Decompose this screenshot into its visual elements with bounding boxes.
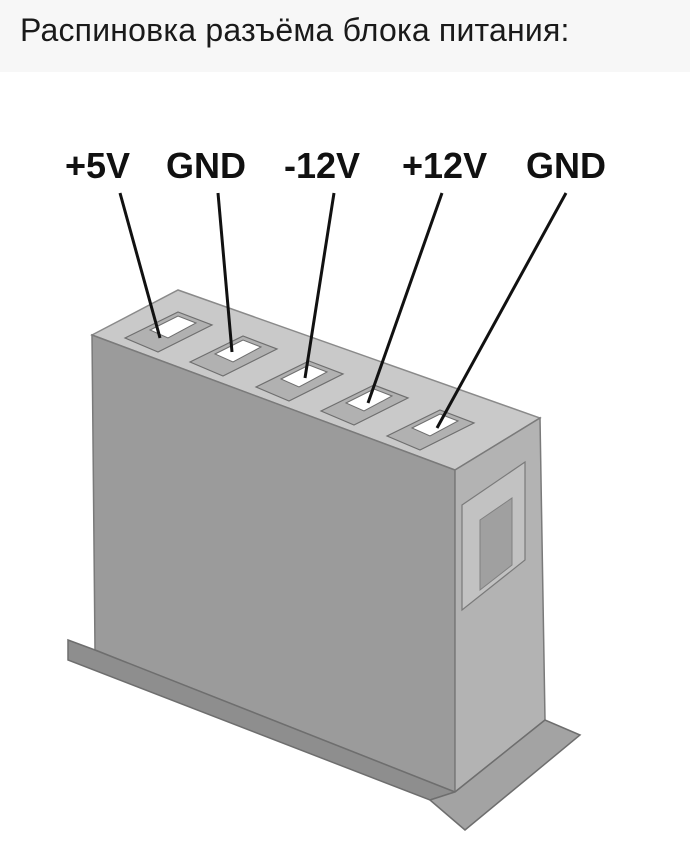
pin-label-minus12v: -12V <box>284 145 360 186</box>
connector-diagram: +5V GND -12V +12V GND <box>0 72 690 867</box>
connector-svg: +5V GND -12V +12V GND <box>65 145 606 831</box>
title-band <box>0 0 690 72</box>
leader-line <box>216 192 234 353</box>
pin-label-gnd-1: GND <box>166 145 246 186</box>
pin-socket <box>123 311 214 353</box>
pin-label-gnd-2: GND <box>526 145 606 186</box>
latch-slot <box>479 497 513 592</box>
pin-label-plus5v: +5V <box>65 145 130 186</box>
leader-line <box>118 192 162 339</box>
pin-socket <box>385 409 476 451</box>
connector-body <box>67 289 582 831</box>
pin-labels: +5V GND -12V +12V GND <box>65 145 606 186</box>
leader-line <box>303 192 336 379</box>
page-title: Распиновка разъёма блока питания: <box>20 12 570 48</box>
pin-label-plus12v: +12V <box>402 145 487 186</box>
leader-lines <box>118 192 568 429</box>
connector-flange-right <box>428 719 582 831</box>
leader-line <box>435 192 568 429</box>
leader-line <box>366 192 444 404</box>
pin-socket <box>188 335 279 377</box>
